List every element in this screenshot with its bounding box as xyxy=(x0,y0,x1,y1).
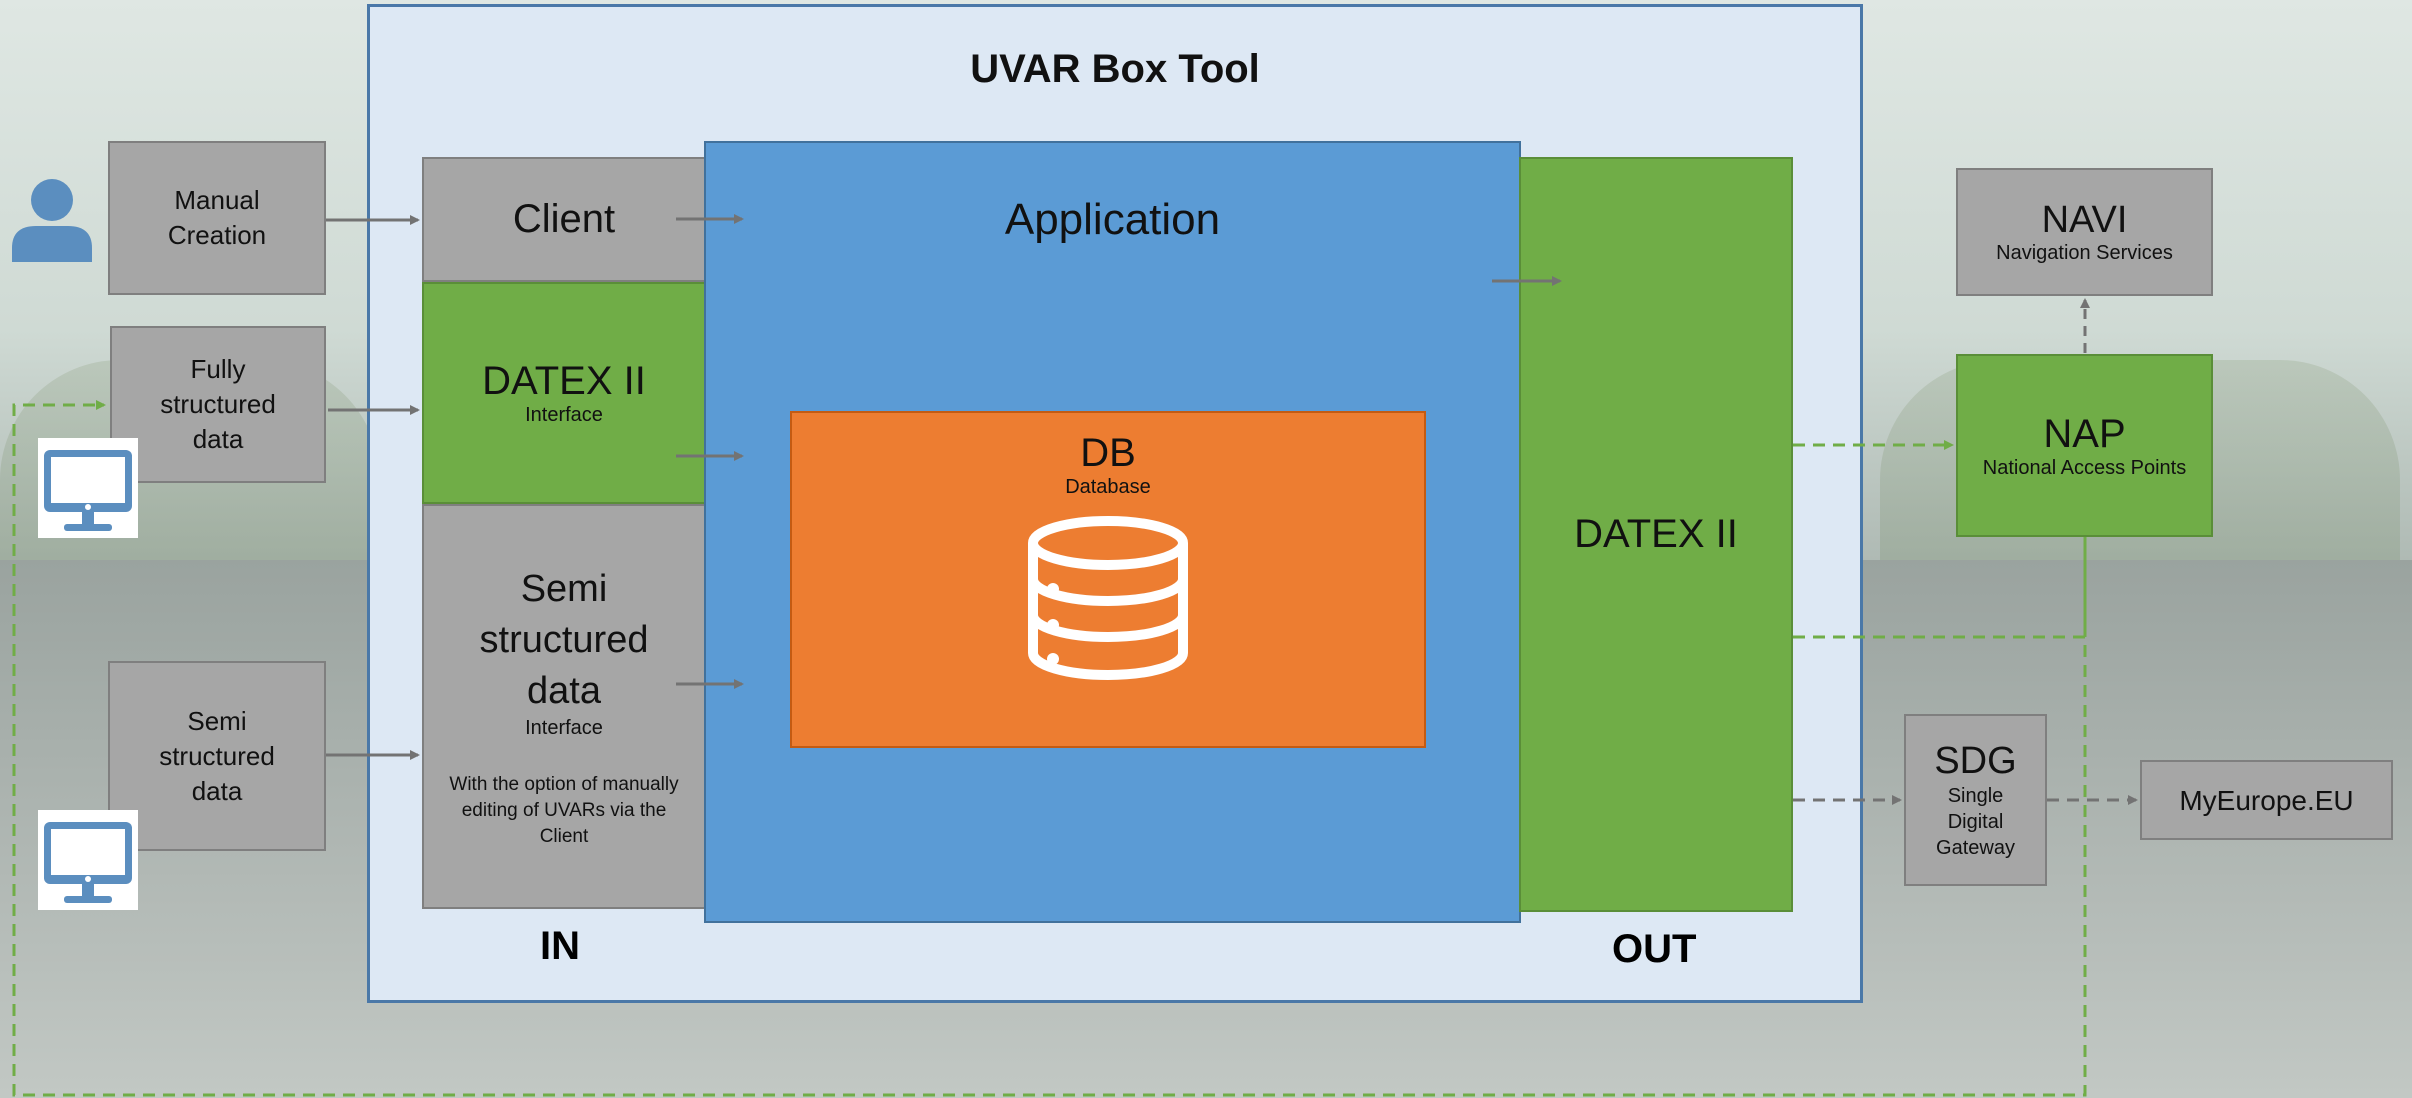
person-icon xyxy=(12,179,92,262)
datex-interface-title: DATEX II xyxy=(482,359,646,403)
monitor-icon xyxy=(38,438,138,538)
out-label: OUT xyxy=(1612,927,1697,971)
monitor-icon xyxy=(38,810,138,910)
nap-sub: National Access Points xyxy=(1982,456,2187,479)
database-icon xyxy=(1028,516,1188,680)
datex-interface-box: DATEX II Interface xyxy=(422,282,706,504)
client-box: Client xyxy=(422,157,706,282)
datex-output-label: DATEX II xyxy=(1574,512,1738,556)
fully-structured-box: Fully structured data xyxy=(110,326,326,483)
navi-title: NAVI xyxy=(2041,199,2128,241)
sdg-box: SDG Single Digital Gateway xyxy=(1904,714,2047,886)
application-label: Application xyxy=(1004,195,1221,244)
database-box: DB Database xyxy=(790,411,1426,748)
semi-structured-source-label: Semi structured data xyxy=(159,705,275,806)
semi-structured-interface-box: Semi structured data Interface With the … xyxy=(422,504,706,909)
semi-interface-title: Semi structured data xyxy=(479,567,649,712)
navi-box: NAVI Navigation Services xyxy=(1956,168,2213,296)
fully-structured-label: Fully structured data xyxy=(160,354,276,454)
nap-title: NAP xyxy=(2043,411,2126,456)
semi-structured-source-box: Semi structured data xyxy=(108,661,326,851)
nap-box: NAP National Access Points xyxy=(1956,354,2213,537)
myeurope-box: MyEurope.EU xyxy=(2140,760,2393,840)
semi-interface-sub: Interface xyxy=(525,716,603,739)
myeurope-label: MyEurope.EU xyxy=(2179,784,2354,816)
in-label: IN xyxy=(540,924,580,968)
manual-creation-label: Manual Creation xyxy=(167,185,267,250)
db-sub: Database xyxy=(1065,476,1151,498)
datex-interface-sub: Interface xyxy=(525,404,603,426)
sdg-title: SDG xyxy=(1934,739,2017,782)
semi-interface-note: With the option of manually editing of U… xyxy=(449,773,679,847)
db-title: DB xyxy=(1080,431,1136,475)
diagram-title: UVAR Box Tool xyxy=(970,47,1260,91)
datex-output-box: DATEX II xyxy=(1519,157,1793,912)
client-label: Client xyxy=(512,197,616,241)
sdg-sub: Single Digital Gateway xyxy=(1936,784,2015,859)
manual-creation-box: Manual Creation xyxy=(108,141,326,295)
navi-sub: Navigation Services xyxy=(1996,242,2173,264)
